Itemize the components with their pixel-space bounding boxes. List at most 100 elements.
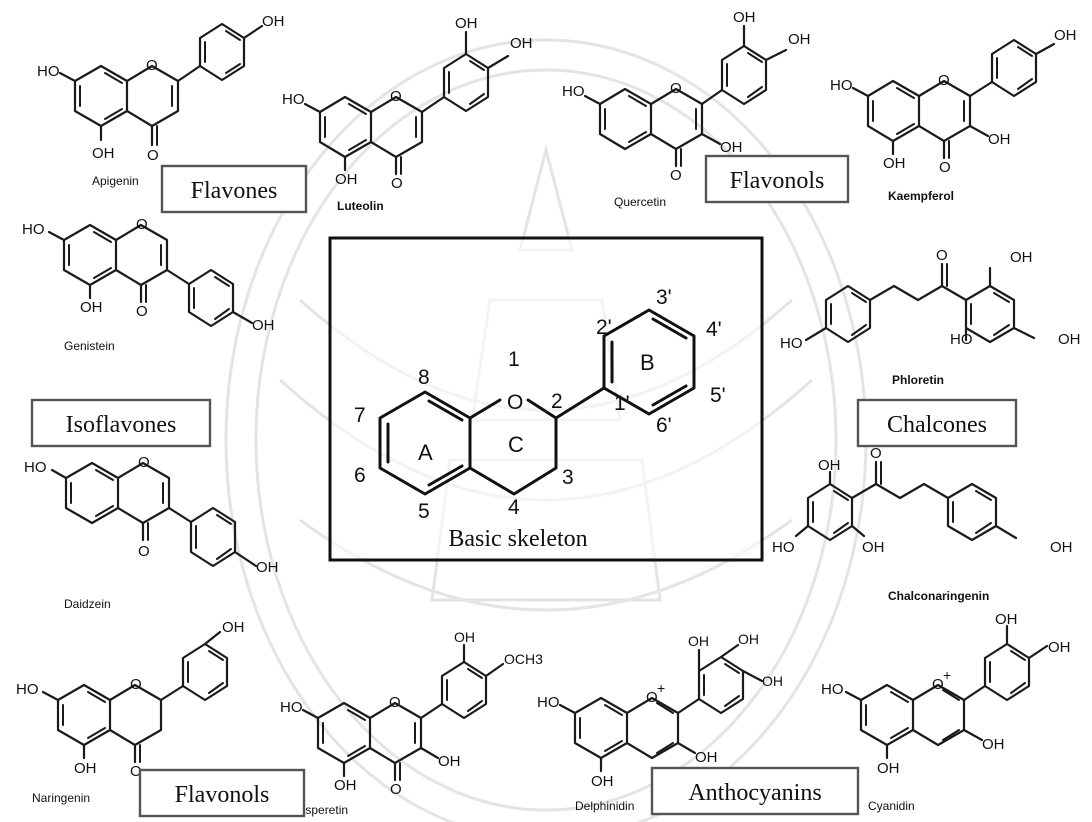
genistein-oh-5: OH bbox=[80, 299, 103, 316]
delphinidin-structure: O + OH OH OH OH HO OH Delphinidin bbox=[537, 631, 783, 813]
daidzein-o-keto: O bbox=[138, 543, 150, 560]
chalconaringenin-oh-bottom: OH bbox=[862, 539, 885, 556]
skeleton-pos-5: 5 bbox=[418, 500, 430, 523]
chalconaringenin-ho: HO bbox=[772, 539, 795, 556]
kaempferol-oh-4p: OH bbox=[1054, 27, 1077, 44]
naringenin-structure: O O OH HO OH Naringenin bbox=[16, 619, 245, 805]
class-box-flavones: Flavones bbox=[160, 164, 308, 214]
hesperetin-structure: O O OH OH OCH3 HO OH Hesperetin bbox=[280, 629, 543, 817]
apigenin-ho-7: HO bbox=[37, 63, 60, 80]
genistein-name: Genistein bbox=[64, 339, 115, 353]
quercetin-structure: O O OH OH OH HO Quercetin bbox=[562, 9, 811, 209]
apigenin-oh-4p: OH bbox=[262, 13, 285, 30]
cyanidin-oh-5: OH bbox=[877, 760, 900, 777]
skeleton-pos-2: 2 bbox=[551, 390, 563, 413]
cyanidin-structure: O + OH OH OH HO OH Cyanidin bbox=[821, 611, 1071, 813]
kaempferol-name: Kaempferol bbox=[888, 189, 954, 203]
phloretin-structure: O OH OH HO HO Phloretin bbox=[780, 247, 1081, 387]
kaempferol-oh-5: OH bbox=[883, 155, 906, 172]
cyanidin-o-plus: O bbox=[932, 676, 944, 693]
quercetin-name: Quercetin bbox=[614, 195, 666, 209]
chalconaringenin-name: Chalconaringenin bbox=[888, 589, 989, 603]
skeleton-pos-3: 3 bbox=[562, 466, 574, 489]
naringenin-ho-7: HO bbox=[16, 681, 39, 698]
hesperetin-oh-3p: OH bbox=[454, 629, 475, 645]
cyanidin-oh-4p: OH bbox=[1048, 639, 1071, 656]
quercetin-ho-7: HO bbox=[562, 83, 585, 100]
class-box-flavonols-top: Flavonols bbox=[704, 154, 850, 204]
quercetin-oh-4p: OH bbox=[788, 31, 811, 48]
genistein-o-keto: O bbox=[136, 303, 148, 320]
skeleton-pos-6: 6 bbox=[354, 464, 366, 487]
chalconaringenin-oh-4p: OH bbox=[1050, 539, 1073, 556]
delphinidin-o-plus: O bbox=[646, 689, 658, 706]
luteolin-o-ring: O bbox=[390, 88, 402, 105]
luteolin-oh-4p: OH bbox=[510, 35, 533, 52]
naringenin-oh-4p: OH bbox=[222, 619, 245, 636]
genistein-ho-7: HO bbox=[22, 221, 45, 238]
chalconaringenin-structure: OH O HO OH OH Chalconaringenin bbox=[772, 445, 1073, 603]
delphinidin-name: Delphinidin bbox=[575, 799, 634, 813]
phloretin-o-keto: O bbox=[936, 247, 948, 264]
hesperetin-oh-5: OH bbox=[334, 777, 357, 794]
skeleton-pos-2p: 2' bbox=[596, 316, 612, 339]
genistein-o-ring: O bbox=[136, 216, 148, 233]
skeleton-pos-8: 8 bbox=[418, 366, 430, 389]
cyanidin-oh-3: OH bbox=[982, 736, 1005, 753]
skeleton-title: Basic skeleton bbox=[448, 526, 587, 552]
skeleton-pos-7: 7 bbox=[354, 404, 366, 427]
quercetin-o-ring: O bbox=[670, 80, 682, 97]
class-box-anthocyanins: Anthocyanins bbox=[650, 766, 860, 816]
hesperetin-o-keto: O bbox=[390, 781, 402, 798]
delphinidin-oh-3: OH bbox=[695, 749, 718, 766]
basic-skeleton-panel: O 1 2 3 4 5 6 7 8 1' 2' 3' 4' 5' 6' A C … bbox=[328, 236, 764, 562]
class-label-chalcones: Chalcones bbox=[887, 412, 987, 438]
kaempferol-oh-3: OH bbox=[988, 131, 1011, 148]
phloretin-ho-4p: HO bbox=[780, 335, 803, 352]
delphinidin-oh-3p: OH bbox=[688, 633, 709, 649]
luteolin-name: Luteolin bbox=[337, 199, 384, 213]
phloretin-oh-6: OH bbox=[1010, 249, 1033, 266]
delphinidin-oh-4p: OH bbox=[738, 631, 759, 647]
skeleton-pos-5p: 5' bbox=[710, 384, 726, 407]
cyanidin-charge: + bbox=[943, 667, 951, 683]
skeleton-frame bbox=[328, 236, 764, 562]
hesperetin-och3: OCH3 bbox=[504, 651, 543, 667]
delphinidin-oh-5p: OH bbox=[762, 673, 783, 689]
skeleton-ring-b: B bbox=[640, 350, 655, 375]
luteolin-o-keto: O bbox=[391, 175, 403, 192]
kaempferol-o-ring: O bbox=[938, 72, 950, 89]
class-box-isoflavones: Isoflavones bbox=[30, 398, 212, 448]
luteolin-structure: O O OH OH HO OH Luteolin bbox=[282, 15, 533, 213]
apigenin-name: Apigenin bbox=[92, 174, 139, 188]
class-label-flavones: Flavones bbox=[191, 178, 278, 204]
apigenin-structure: O O OH HO OH Apigenin bbox=[37, 13, 285, 188]
cyanidin-oh-3p: OH bbox=[995, 611, 1018, 628]
naringenin-oh-5: OH bbox=[74, 760, 97, 777]
hesperetin-oh-3: OH bbox=[438, 753, 461, 770]
kaempferol-o-keto: O bbox=[939, 159, 951, 176]
naringenin-name: Naringenin bbox=[32, 791, 90, 805]
class-label-flavonols-bottom: Flavonols bbox=[175, 782, 270, 808]
daidzein-structure: O O OH HO Daidzein bbox=[24, 454, 279, 611]
skeleton-pos-4: 4 bbox=[508, 496, 520, 519]
luteolin-oh-3p: OH bbox=[455, 15, 478, 32]
daidzein-o-ring: O bbox=[138, 454, 150, 471]
delphinidin-oh-5: OH bbox=[591, 773, 614, 790]
kaempferol-structure: O O OH OH HO OH Kaempferol bbox=[830, 27, 1077, 203]
quercetin-o-keto: O bbox=[670, 167, 682, 184]
skeleton-pos-1p: 1' bbox=[614, 392, 630, 415]
phloretin-oh-4: OH bbox=[1058, 331, 1081, 348]
apigenin-oh-5: OH bbox=[92, 145, 115, 162]
phloretin-name: Phloretin bbox=[892, 373, 944, 387]
cyanidin-ho-7: HO bbox=[821, 681, 844, 698]
genistein-structure: O O OH HO OH Genistein bbox=[22, 216, 275, 353]
luteolin-oh-5: OH bbox=[335, 171, 358, 188]
genistein-oh-4p: OH bbox=[252, 317, 275, 334]
class-label-anthocyanins: Anthocyanins bbox=[688, 780, 821, 806]
skeleton-pos-3p: 3' bbox=[656, 286, 672, 309]
hesperetin-o-ring: O bbox=[389, 694, 401, 711]
skeleton-o-atom: O bbox=[507, 391, 523, 414]
delphinidin-ho-7: HO bbox=[537, 694, 560, 711]
